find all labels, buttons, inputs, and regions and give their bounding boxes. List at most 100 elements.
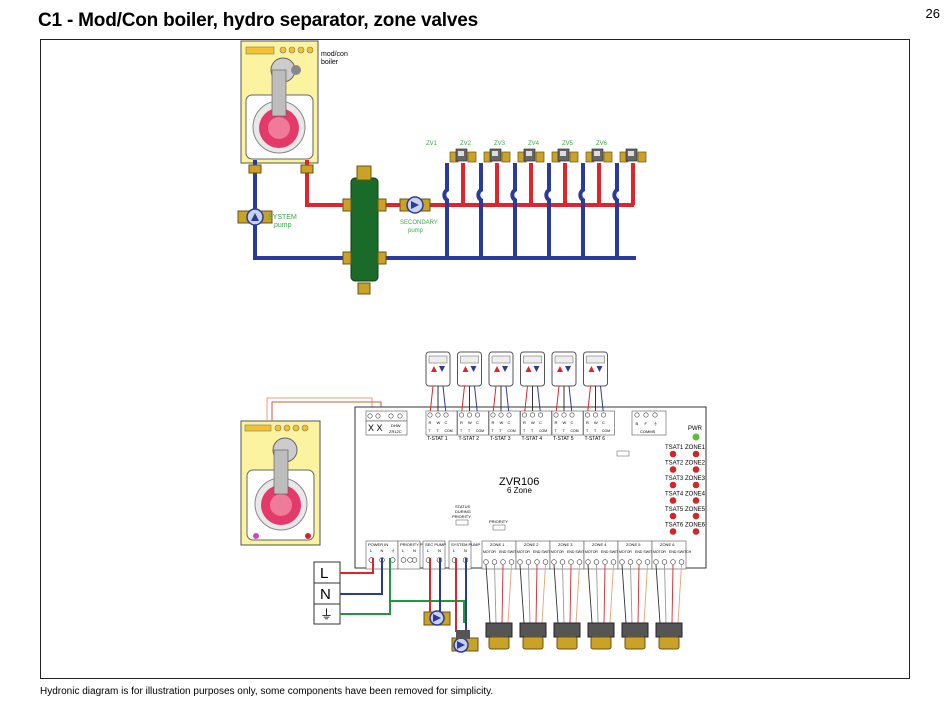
sec-pump-block-term: N: [438, 548, 441, 553]
dhw-wires: [266, 397, 382, 421]
zone-valve-label: ZV3: [494, 141, 506, 147]
footer-note: Hydronic diagram is for illustration pur…: [40, 686, 494, 697]
zone-motor-sub: MOTOR: [483, 550, 496, 554]
status-during-priority: STATUS DURING PRIORITY: [452, 504, 471, 526]
tsat-led-1: [669, 450, 677, 458]
tsat-label: TSAT3: [665, 476, 684, 482]
tstat-terminal-lower: T: [460, 429, 463, 433]
comms-label: COMMS: [640, 429, 656, 434]
priority-label: PRIORITY: [489, 519, 508, 524]
zone-switch-sub: END SWITCH: [669, 550, 692, 554]
tstat-terminal: R: [555, 420, 558, 425]
tstat-terminal-lower: COM: [445, 429, 453, 433]
tstat-terminal: C: [602, 420, 605, 425]
sec-pump-wire-icon: [423, 610, 451, 626]
hydro-separator: [342, 165, 387, 295]
zone-block-label: ZONE 4: [592, 542, 607, 547]
zone-motor-1: [485, 564, 513, 650]
zone-led-label: ZONE1: [685, 445, 706, 451]
tstat-label: T-STAT 2: [459, 436, 480, 442]
priority-pump-block-term: N: [413, 548, 416, 553]
tstat-terminal-lower: T: [500, 429, 503, 433]
boiler-label-line2: boiler: [321, 59, 339, 66]
tstat-terminal: W: [500, 420, 504, 425]
tstat-label: T-STAT 6: [585, 436, 606, 442]
tstat-terminal: C: [508, 420, 511, 425]
tstat-terminal-lower: T: [531, 429, 534, 433]
zone-led-4: [692, 497, 700, 504]
zone-valve-6: ZV6: [596, 141, 647, 163]
zone-motor-sub: MOTOR: [517, 550, 530, 554]
boiler-label-line1: mod/con: [321, 51, 348, 58]
page-title: C1 - Mod/Con boiler, hydro separator, zo…: [38, 10, 478, 31]
tstat-terminal-lower: T: [523, 429, 526, 433]
tsat-led-5: [669, 512, 677, 520]
sec-pump-block-term: L: [427, 548, 430, 553]
power-in-block-term: L: [370, 548, 373, 553]
thermostat-6: [583, 351, 608, 415]
tstat-terminal: C: [445, 420, 448, 425]
tstat-terminal: R: [492, 420, 495, 425]
system-pump-block-term: L: [453, 548, 456, 553]
controller-subtitle: 6 Zone: [507, 486, 532, 495]
power-in-block-term: N: [381, 548, 384, 553]
system-pump-wire-icon: [451, 630, 479, 653]
zone-block-label: ZONE 2: [524, 542, 539, 547]
pwr-label: PWR: [688, 426, 703, 432]
tsat-label: TSAT4: [665, 492, 684, 498]
thermostat-4: [520, 351, 545, 415]
boiler-supply-fitting: [300, 164, 314, 174]
tstat-terminal: R: [429, 420, 432, 425]
tstat-terminal-lower: T: [586, 429, 589, 433]
zone-motor-4: [587, 564, 615, 650]
zone-switch-sub: END SWITCH: [499, 550, 522, 554]
power-supply-box: [313, 561, 341, 625]
svg-text:DURING: DURING: [455, 509, 471, 514]
tstat-terminal-lower: COM: [602, 429, 610, 433]
comms-terminal: B: [636, 421, 639, 426]
zone-valve-3: ZV3: [494, 141, 545, 163]
tsat-label: TSAT2: [665, 461, 684, 467]
tsat-label: TSAT1: [665, 445, 684, 451]
tsat-led-6: [669, 528, 677, 535]
diagram-frame: [40, 39, 910, 679]
tstat-terminal: R: [523, 420, 526, 425]
power-wiring: [340, 558, 467, 632]
system-pump-block-label: SYSTEM PUMP: [451, 542, 480, 547]
zone-led-label: ZONE2: [685, 461, 706, 467]
tstat-terminal-lower: T: [437, 429, 440, 433]
zone-switch-sub: END SWITCH: [635, 550, 658, 554]
mode-switch: [616, 450, 630, 457]
zone-switch-sub: END SWITCH: [601, 550, 624, 554]
zone-block-label: ZONE 6: [660, 542, 675, 547]
page-number: 26: [925, 6, 940, 21]
zone-switch-sub: END SWITCH: [533, 550, 556, 554]
zone-valve-label: ZV1: [426, 141, 438, 147]
thermostat-3: [488, 351, 514, 415]
zone-valve-label: ZV6: [596, 141, 608, 147]
thermostat-5: [551, 351, 577, 415]
zone-motor-5: [621, 564, 649, 650]
tstat-terminal-lower: T: [429, 429, 432, 433]
tstat-terminal: W: [531, 420, 535, 425]
zone-led-label: ZONE6: [685, 523, 706, 529]
system-pump-icon: [237, 208, 273, 226]
zone-valve-5: ZV5: [562, 141, 613, 163]
thermostats: [425, 351, 608, 415]
zone-switch-sub: END SWITCH: [567, 550, 590, 554]
tstat-terminal-lower: T: [594, 429, 597, 433]
tstat-terminal: W: [594, 420, 598, 425]
